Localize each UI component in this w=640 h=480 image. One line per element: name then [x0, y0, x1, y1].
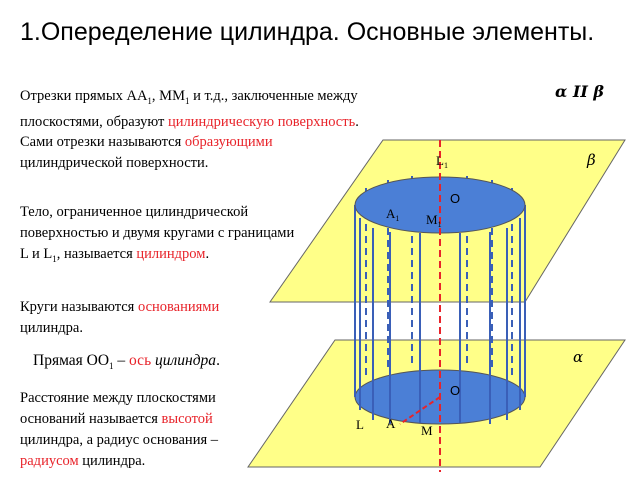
hidden-generators: [365, 176, 513, 380]
label-beta: β: [586, 151, 596, 169]
text-generators-surface: Отрезки прямых АА1, ММ1 и т.д., заключен…: [20, 88, 359, 130]
label-L: L: [356, 417, 364, 432]
label-O-top: O: [450, 191, 460, 206]
label-O-bottom: O: [450, 383, 460, 398]
radius-line: [399, 396, 441, 425]
term-cylindrical-surface: цилиндрическую поверхность: [168, 113, 356, 130]
visible-generators: [354, 205, 526, 424]
term-height: высотой: [161, 411, 213, 427]
term-radius: радиусом: [20, 453, 79, 469]
label-alpha: α: [573, 348, 583, 366]
text-height-radius: Расстояние между плоскостями оснований н…: [20, 390, 218, 469]
text-cylinder-definition: Тело, ограниченное цилиндрической поверх…: [20, 204, 295, 264]
label-A: A: [386, 416, 396, 431]
text-bases: Круги называются основаниями цилиндра.: [20, 299, 220, 336]
term-cylinder: цилиндром: [136, 246, 206, 262]
label-L1: L1: [436, 153, 448, 170]
slide-title: 1.Опеределение цилиндра. Основные элемен…: [20, 18, 595, 46]
term-generators: образующими: [184, 134, 273, 150]
label-M: M: [421, 423, 433, 438]
label-parallel: α II β: [555, 82, 604, 101]
label-M1: M1: [426, 212, 442, 229]
term-axis: ось: [129, 352, 152, 369]
label-A1: A1: [386, 206, 399, 223]
text-axis: Прямая ОО1 – ось цилиндра.: [33, 352, 220, 372]
text-generators-name: Сами отрезки называются образующими цили…: [20, 134, 273, 171]
term-bases: основаниями: [137, 299, 220, 315]
